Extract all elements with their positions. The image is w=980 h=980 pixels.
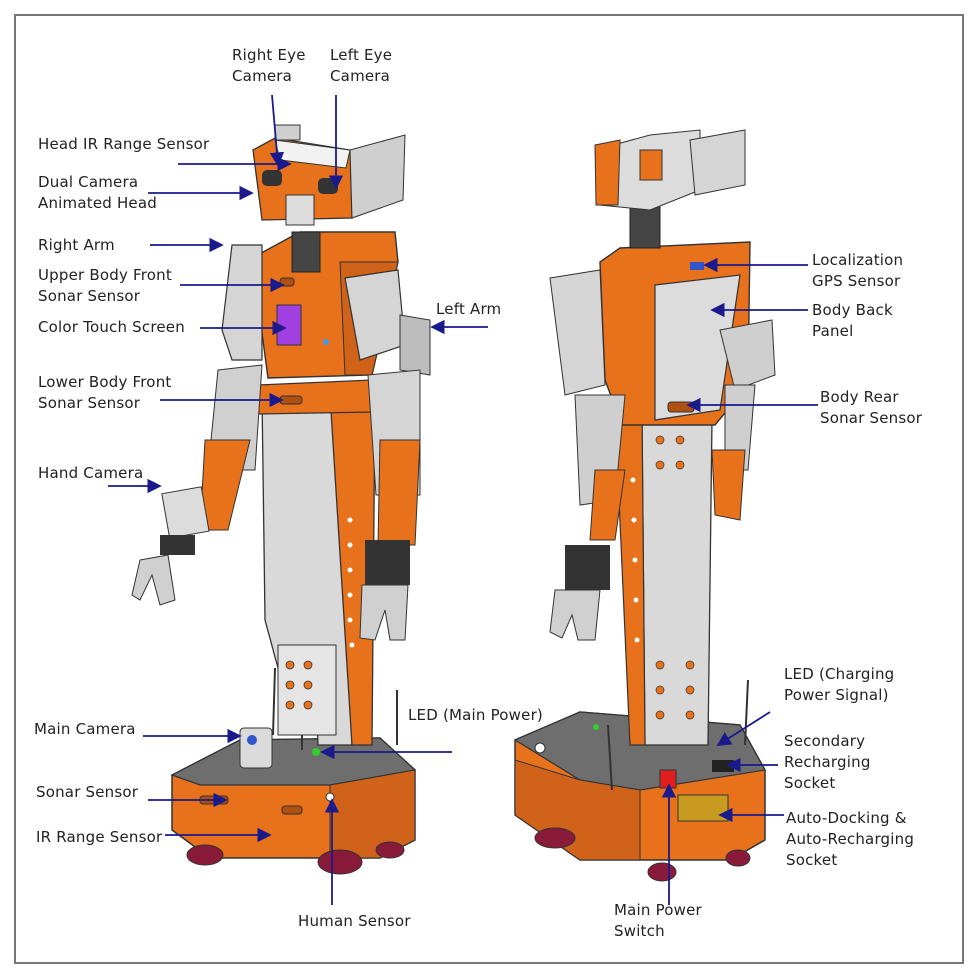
touch-screen-shape bbox=[276, 304, 302, 346]
main-camera-shape bbox=[239, 727, 273, 769]
main-power-switch-shape bbox=[659, 769, 677, 789]
back-robot bbox=[513, 129, 776, 882]
label-led-main: LED (Main Power) bbox=[408, 706, 543, 724]
callout-arrows bbox=[108, 94, 818, 905]
led-main-power-dot bbox=[312, 748, 320, 756]
label-right-arm: Right Arm bbox=[38, 236, 115, 254]
label-human-sensor: Human Sensor bbox=[298, 912, 411, 930]
label-left-arm: Left Arm bbox=[436, 300, 502, 318]
label-main-camera: Main Camera bbox=[34, 720, 136, 738]
front-base bbox=[170, 667, 417, 875]
arrow-right-eye-camera bbox=[269, 94, 285, 167]
arrow-led-charging bbox=[716, 711, 771, 746]
label-head-ir: Head IR Range Sensor bbox=[38, 135, 210, 153]
label-sonar-sensor: Sonar Sensor bbox=[36, 783, 139, 801]
label-hand-camera: Hand Camera bbox=[38, 464, 144, 482]
label-touch-screen: Color Touch Screen bbox=[38, 318, 185, 336]
label-ir-range: IR Range Sensor bbox=[36, 828, 163, 846]
auto-docking-socket-shape bbox=[677, 794, 729, 822]
front-robot bbox=[131, 124, 431, 875]
